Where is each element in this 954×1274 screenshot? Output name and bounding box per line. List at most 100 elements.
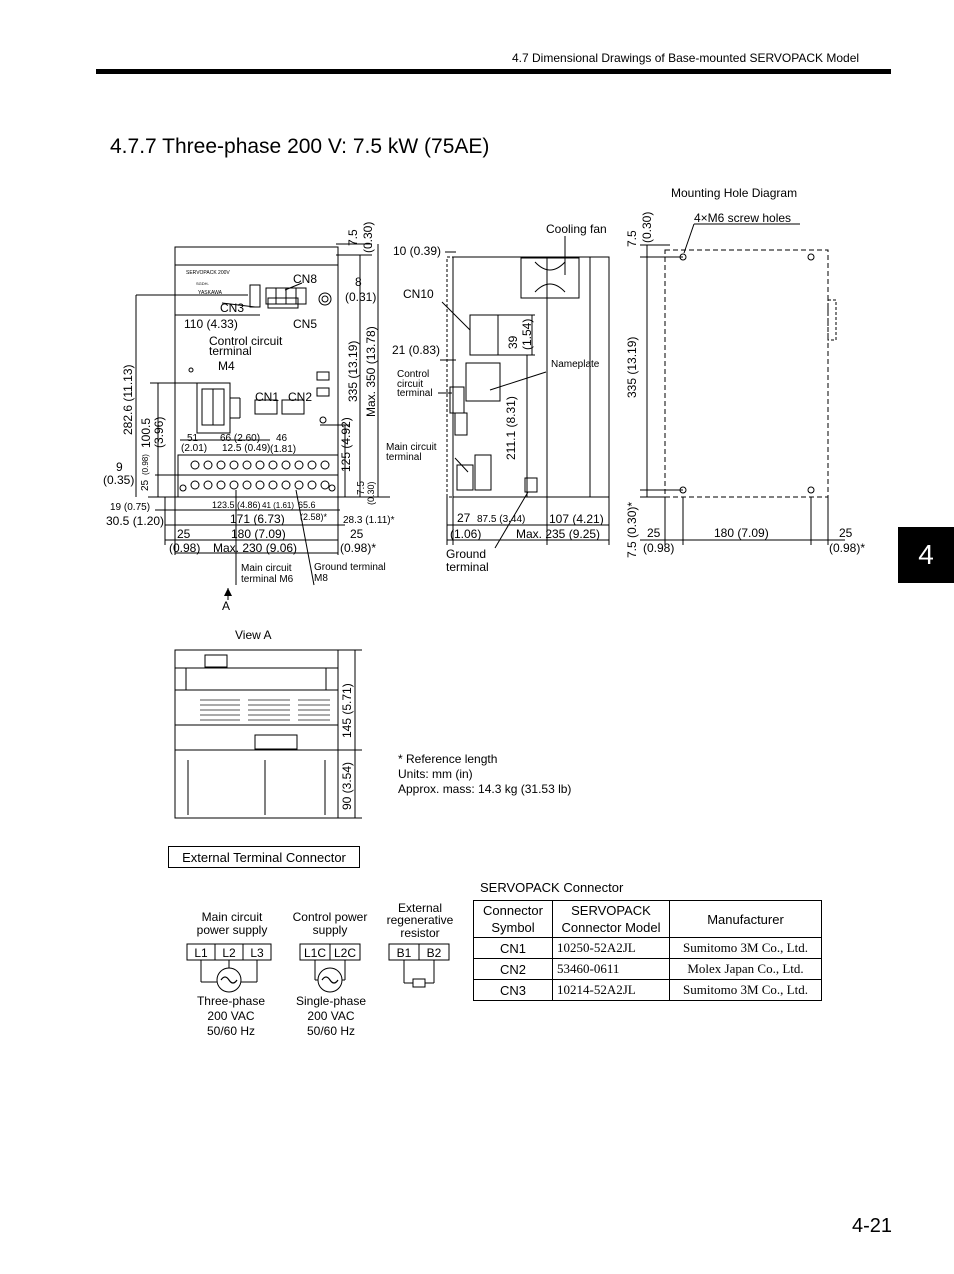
cell-manufacturer: Molex Japan Co., Ltd. (669, 958, 822, 980)
dim-19: 19 (0.75) (110, 502, 150, 513)
table-row: CN1 10250-52A2JL Sumitomo 3M Co., Ltd. (473, 937, 822, 959)
dim-25c: 25 (350, 527, 364, 541)
mount-dim-7-5b: 7.5 (0.30)* (625, 502, 639, 558)
dim-12-5: 12.5 (0.49) (222, 443, 270, 454)
note-reference: * Reference length (398, 752, 498, 766)
view-a-dim-90: 90 (3.54) (340, 762, 354, 810)
dim-41: 41 (1.61) (262, 501, 294, 510)
label-m4: M4 (218, 359, 235, 373)
label-ground-2: terminal (446, 560, 489, 574)
note-mass: Approx. mass: 14.3 kg (31.53 lb) (398, 782, 572, 796)
label-cn5: CN5 (293, 317, 317, 331)
dim-25a: 25 (177, 527, 191, 541)
panel-logo: YASKAWA (198, 290, 223, 296)
servopack-connector-title: SERVOPACK Connector (480, 880, 624, 895)
dim-9: 9 (116, 460, 123, 474)
label-main-1: Main circuit (386, 442, 437, 453)
dim-30-5: 30.5 (1.20) (106, 514, 164, 528)
label-ctrl-terminal-2: terminal (209, 344, 252, 358)
header-manufacturer: Manufacturer (669, 900, 822, 938)
ext-ctrl-caption-1: Single-phase (296, 994, 366, 1008)
mount-dim-7-5: 7.5 (625, 230, 639, 247)
ext-ctrl-title-1: Control power (293, 910, 368, 924)
label-ctrl-terminal-1: Control circuit (209, 334, 283, 348)
dim-0-35: (0.35) (103, 473, 134, 487)
dim-max-230: Max. 230 (9.06) (213, 541, 297, 555)
dim-51: 51 (187, 433, 199, 444)
ext-main-title-2: power supply (197, 923, 268, 937)
ext-main-caption-3: 50/60 Hz (207, 1024, 255, 1038)
dim-211: 211.1 (8.31) (504, 396, 518, 460)
mount-dim-25a: 25 (647, 526, 661, 540)
dim-2-01: (2.01) (181, 443, 207, 454)
page-title: 4.7.7 Three-phase 200 V: 7.5 kW (75AE) (110, 135, 490, 158)
label-cn8: CN8 (293, 272, 317, 286)
dim-0-30b: (0.30) (366, 481, 376, 505)
dim-66: 66 (2.60) (220, 433, 260, 444)
cell-model: 10214-52A2JL (552, 979, 670, 1001)
cell-symbol: CN1 (473, 937, 553, 959)
view-a-bottom (174, 749, 339, 819)
label-main-terminal-1: Main circuit (241, 563, 292, 574)
cell-model: 10250-52A2JL (552, 937, 670, 959)
label-ctrl-3: terminal (397, 388, 433, 399)
label-ground-1: Ground (446, 547, 486, 561)
ext-ctrl-title-2: supply (313, 923, 348, 937)
dim-0-30: (0.30) (361, 222, 375, 253)
dim-7-5b: 7.5 (356, 481, 367, 495)
external-terminal-title: External Terminal Connector (168, 846, 360, 868)
mounting-outline (664, 249, 829, 498)
label-ctrl-1: Control (397, 369, 429, 380)
label-ctrl-2: circuit (397, 379, 423, 390)
ext-regen-title-3: resistor (400, 926, 439, 940)
terminal-l2: L2 (222, 946, 236, 960)
mounting-holes: 4×M6 screw holes (694, 211, 791, 225)
mounting-title: Mounting Hole Diagram (671, 186, 797, 200)
label-nameplate: Nameplate (551, 359, 600, 370)
mount-dim-0-98b: (0.98)* (829, 541, 865, 555)
cell-manufacturer: Sumitomo 3M Co., Ltd. (669, 937, 822, 959)
dim-25v: 25 (140, 479, 151, 491)
dim-46: 46 (276, 433, 288, 444)
ext-regen-title-1: External (398, 901, 442, 915)
panel-model: SGDH- (196, 281, 210, 286)
cell-symbol: CN2 (473, 958, 553, 980)
dim-27: 27 (457, 511, 471, 525)
view-a-title: View A (235, 628, 271, 642)
dim-180: 180 (7.09) (231, 527, 286, 541)
notes: * Reference length Units: mm (in) Approx… (398, 752, 571, 797)
view-a-dim-145: 145 (5.71) (340, 683, 354, 738)
table-row: CN3 10214-52A2JL Sumitomo 3M Co., Ltd. (473, 979, 822, 1001)
chapter-tab: 4 (898, 527, 954, 583)
dim-25b: (0.98) (169, 541, 200, 555)
label-cn1: CN1 (255, 390, 279, 404)
dim-28-3: 28.3 (1.11)* (343, 515, 395, 526)
label-cn3: CN3 (220, 301, 244, 315)
dim-282: 282.6 (11.13) (121, 365, 135, 436)
cell-manufacturer: Sumitomo 3M Co., Ltd. (669, 979, 822, 1001)
dim-100-5: 100.5 (139, 418, 153, 448)
mount-dim-335: 335 (13.19) (625, 337, 639, 398)
terminal-l3: L3 (250, 946, 264, 960)
dim-65-6: 65.6 (298, 500, 316, 510)
ext-main-title-1: Main circuit (202, 910, 263, 924)
dim-1-81: (1.81) (270, 444, 296, 455)
dim-0-31: (0.31) (345, 290, 376, 304)
table-row: CN2 53460-0611 Molex Japan Co., Ltd. (473, 958, 822, 980)
label-cn2: CN2 (288, 390, 312, 404)
dim-1-54: (1.54) (520, 319, 534, 350)
label-ground-terminal-2: M8 (314, 573, 328, 584)
note-units: Units: mm (in) (398, 767, 473, 781)
header-rule (96, 69, 891, 74)
mount-dim-0-98a: (0.98) (643, 541, 674, 555)
panel-brand: SERVOPACK 200V (186, 270, 230, 276)
label-ground-terminal-1: Ground terminal (314, 562, 386, 573)
label-main-terminal-2: terminal M6 (241, 574, 294, 585)
terminal-l1: L1 (194, 946, 208, 960)
dim-7-5: 7.5 (346, 229, 360, 246)
